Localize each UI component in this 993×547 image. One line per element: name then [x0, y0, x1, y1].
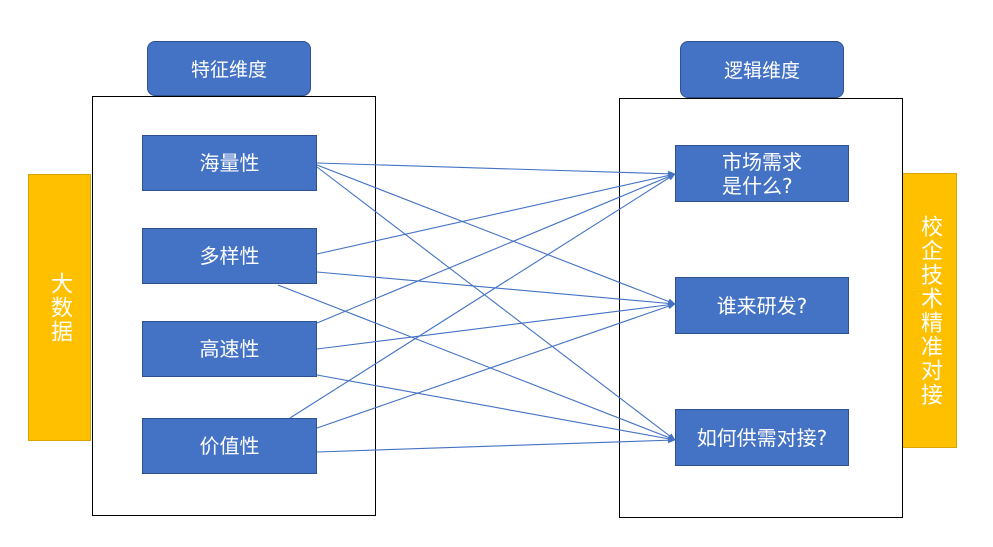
- big-data-bar: 大数据: [28, 174, 91, 441]
- feature-node-velocity: 高速性: [142, 321, 317, 377]
- feature-node-value: 价值性: [142, 418, 317, 474]
- logic-node-demand: 市场需求 是什么?: [675, 145, 849, 202]
- logic-node-who: 谁来研发?: [675, 277, 849, 334]
- feature-dimension-header: 特征维度: [147, 41, 311, 96]
- school-enterprise-bar: 校企技术精准对接: [902, 173, 957, 448]
- logic-dimension-header: 逻辑维度: [680, 41, 844, 98]
- feature-node-volume: 海量性: [142, 135, 317, 191]
- feature-node-variety: 多样性: [142, 228, 317, 284]
- logic-node-match: 如何供需对接?: [675, 409, 849, 466]
